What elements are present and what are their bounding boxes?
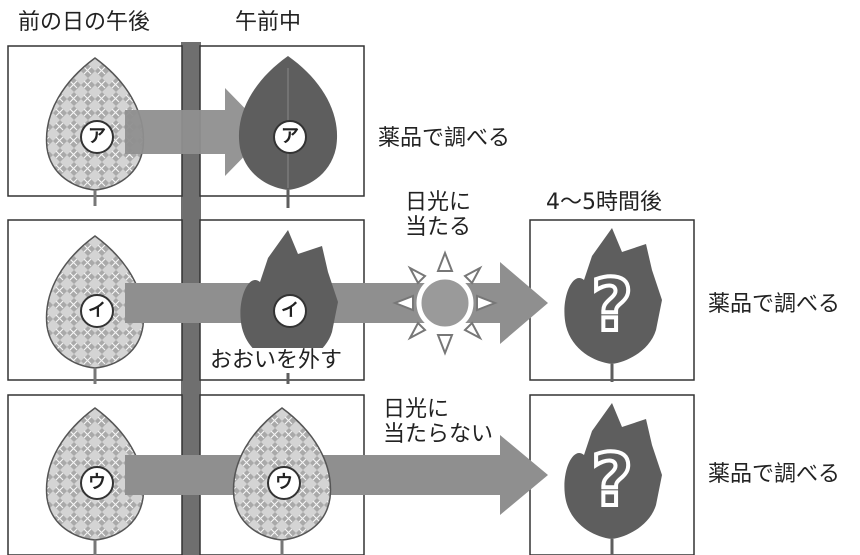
label-u: ウ — [88, 472, 106, 493]
sun-icon — [392, 250, 498, 356]
header-later: 4～5時間後 — [546, 190, 662, 215]
condition-u: 日光に 当たらない — [383, 397, 494, 448]
label-u-morning: ウ — [275, 472, 293, 493]
label-circle-i: イ — [80, 294, 114, 328]
header-before: 前の日の午後 — [18, 10, 151, 35]
label-circle-u-morning: ウ — [267, 466, 301, 500]
result-i: 薬品で調べる — [708, 292, 841, 317]
morning-note-i: おおいを外す — [210, 348, 343, 374]
result-u: 薬品で調べる — [708, 462, 841, 487]
arrow-a — [125, 88, 268, 176]
label-circle-a-morning: ア — [273, 120, 307, 154]
label-a: ア — [88, 126, 106, 147]
label-i: イ — [88, 300, 106, 321]
label-circle-a: ア — [80, 120, 114, 154]
arrow-u — [125, 435, 548, 515]
question-mark-icon: ? — [591, 438, 633, 522]
condition-i: 日光に 当たる — [405, 190, 472, 241]
label-circle-u: ウ — [80, 466, 114, 500]
label-a-morning: ア — [281, 126, 299, 147]
result-a: 薬品で調べる — [378, 126, 511, 151]
label-circle-i-morning: イ — [273, 294, 307, 328]
header-morning: 午前中 — [235, 10, 302, 35]
question-mark-icon: ? — [591, 263, 633, 347]
label-i-morning: イ — [281, 300, 299, 321]
